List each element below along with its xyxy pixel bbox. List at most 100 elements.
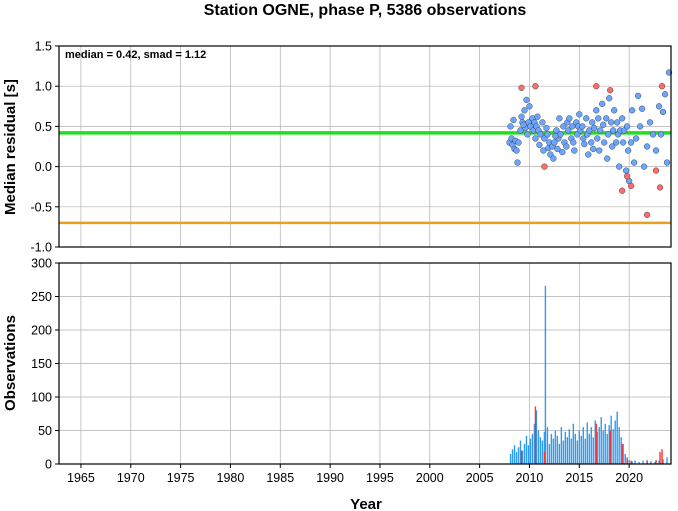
observation-bar <box>570 438 573 464</box>
residual-y-label: Median residual [s] <box>2 79 19 215</box>
residual-point <box>523 96 530 104</box>
observation-bar <box>544 285 547 464</box>
observation-bar <box>582 427 584 464</box>
year-x-label: Year <box>350 496 382 511</box>
residual-point <box>571 147 578 154</box>
residual-grid <box>59 45 671 248</box>
residual-point <box>593 107 600 114</box>
x-tick-label: 1990 <box>316 471 344 485</box>
residual-point <box>593 83 600 90</box>
residual-panel: 1.51.00.50.0-0.5-1.0 median = 0.42, smad… <box>2 40 673 255</box>
residual-point <box>611 107 618 114</box>
observation-bar <box>654 461 656 464</box>
residual-point <box>589 119 596 126</box>
residual-point <box>655 103 663 110</box>
residual-point <box>507 123 514 130</box>
observation-bar <box>602 430 604 464</box>
observation-bar <box>515 451 518 464</box>
observations-y-label: Observations <box>2 315 19 411</box>
residual-point <box>652 167 660 174</box>
observation-bar <box>630 460 632 464</box>
observation-bar <box>658 460 660 464</box>
residual-point <box>532 83 539 90</box>
y-tick-label: 50 <box>38 424 52 438</box>
residual-point <box>515 139 522 146</box>
residual-point <box>606 95 613 102</box>
residual-point <box>613 139 620 146</box>
observation-bar <box>511 449 514 464</box>
residual-point <box>550 155 557 162</box>
observation-bar <box>609 430 611 464</box>
residual-point <box>565 127 572 134</box>
y-tick-label: 1.0 <box>35 80 52 94</box>
residual-point <box>552 132 559 140</box>
x-tick-label: 2000 <box>416 471 444 485</box>
residual-point <box>514 159 521 166</box>
y-tick-label: 0.0 <box>35 160 52 174</box>
observation-bar <box>661 449 663 464</box>
residual-point <box>622 167 630 174</box>
observation-bar <box>517 447 520 464</box>
y-tick-label: 250 <box>31 290 52 304</box>
residual-point <box>658 83 666 90</box>
residual-frame <box>58 45 672 248</box>
residual-point <box>544 131 551 138</box>
observation-bar <box>590 427 592 464</box>
residual-point <box>566 115 573 122</box>
residual-point <box>563 143 570 150</box>
residual-points <box>506 69 673 218</box>
observation-bar <box>539 437 542 464</box>
residual-point <box>605 131 612 138</box>
observation-bar <box>662 459 664 464</box>
residual-point <box>640 163 648 170</box>
residual-point <box>524 131 531 138</box>
x-tick-label: 1970 <box>117 471 145 485</box>
residual-point <box>554 145 561 153</box>
observation-bar <box>513 445 516 464</box>
residual-point <box>540 147 547 154</box>
residual-point <box>596 147 603 154</box>
residual-point <box>588 139 595 146</box>
residual-point <box>541 163 548 170</box>
observation-bar <box>541 440 544 464</box>
residual-point <box>520 121 527 128</box>
residual-point <box>521 107 528 114</box>
residual-point <box>619 187 626 194</box>
residual-point <box>532 135 539 142</box>
y-tick-label: 0 <box>45 458 52 472</box>
residual-point <box>556 115 563 122</box>
residual-point <box>646 119 654 126</box>
observation-bar <box>655 459 657 464</box>
observation-bar <box>666 457 668 464</box>
observation-bar <box>533 423 536 464</box>
residual-point <box>638 105 646 112</box>
residual-point <box>534 113 541 120</box>
residual-point <box>590 145 597 153</box>
observation-bar <box>580 435 582 464</box>
observation-bar <box>642 460 644 464</box>
observation-bar <box>595 423 597 464</box>
observation-bar <box>520 450 523 464</box>
residual-point <box>627 182 635 190</box>
residual-point <box>597 127 604 134</box>
residual-point <box>657 131 665 138</box>
y-tick-label: 150 <box>31 357 52 371</box>
residual-point <box>601 139 608 146</box>
observation-bar <box>554 430 557 464</box>
observation-bar <box>586 422 588 464</box>
observation-bar <box>564 431 567 464</box>
observation-bar <box>592 437 594 464</box>
residual-point <box>585 151 592 158</box>
observation-bar <box>616 411 618 464</box>
y-tick-label: -0.5 <box>30 200 52 214</box>
observation-bar <box>552 438 555 464</box>
residual-point <box>643 211 651 218</box>
x-tick-label: 1985 <box>266 471 294 485</box>
observation-bar <box>543 431 546 464</box>
observation-bar <box>519 440 522 464</box>
residual-point <box>614 119 621 126</box>
residual-point <box>603 115 610 122</box>
